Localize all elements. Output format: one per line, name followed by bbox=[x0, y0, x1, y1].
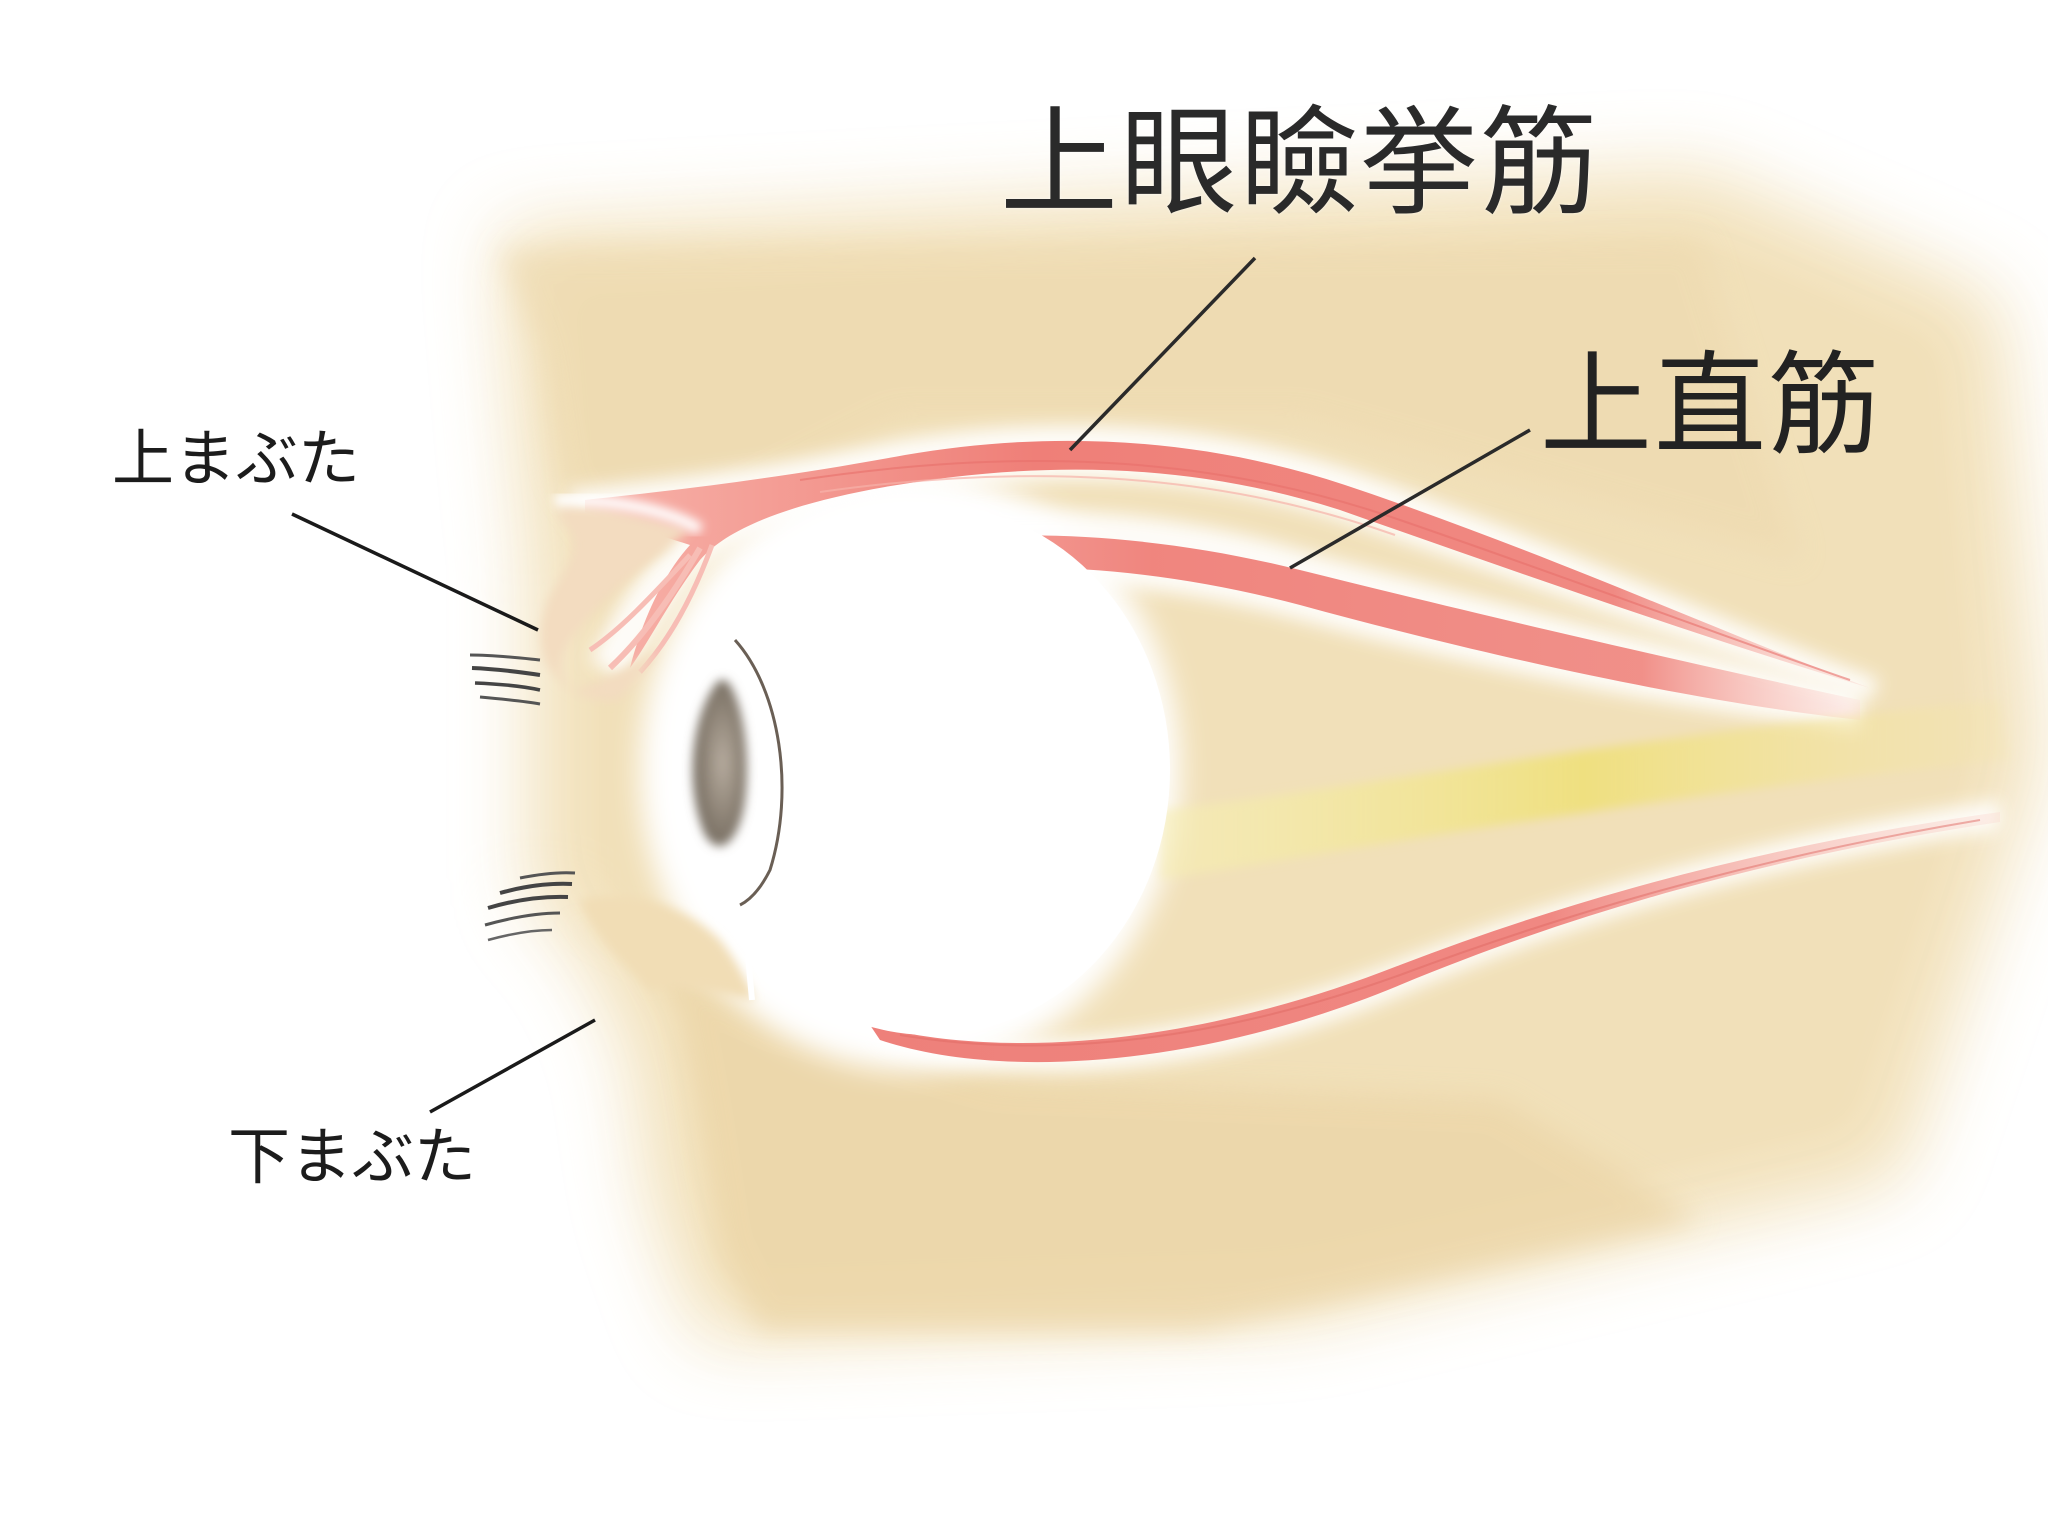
lower-eyelid-shape bbox=[580, 896, 755, 1001]
upper-eyelid-leader-line bbox=[291, 512, 539, 632]
eyeball bbox=[690, 505, 1170, 1035]
lower-eyelashes bbox=[484, 871, 576, 942]
label-upper-eyelid: 上まぶた bbox=[112, 422, 361, 495]
upper-eyelid-shape bbox=[540, 493, 704, 701]
label-lower-eyelid: 下まぶた bbox=[228, 1120, 477, 1193]
optic-nerve bbox=[1160, 700, 2010, 880]
iris bbox=[692, 638, 784, 907]
lower-eyelid-leader-line bbox=[429, 1018, 596, 1114]
label-superior-rectus: 上直筋 bbox=[1540, 341, 1882, 471]
upper-eyelashes bbox=[469, 653, 541, 706]
levator-leader-line bbox=[1068, 256, 1257, 452]
leader-lines bbox=[291, 256, 1531, 1114]
superior-rectus-leader-line bbox=[1289, 428, 1531, 570]
inferior-rectus-muscle bbox=[860, 800, 2000, 1072]
label-levator-muscle: 上眼瞼挙筋 bbox=[1000, 94, 1601, 232]
